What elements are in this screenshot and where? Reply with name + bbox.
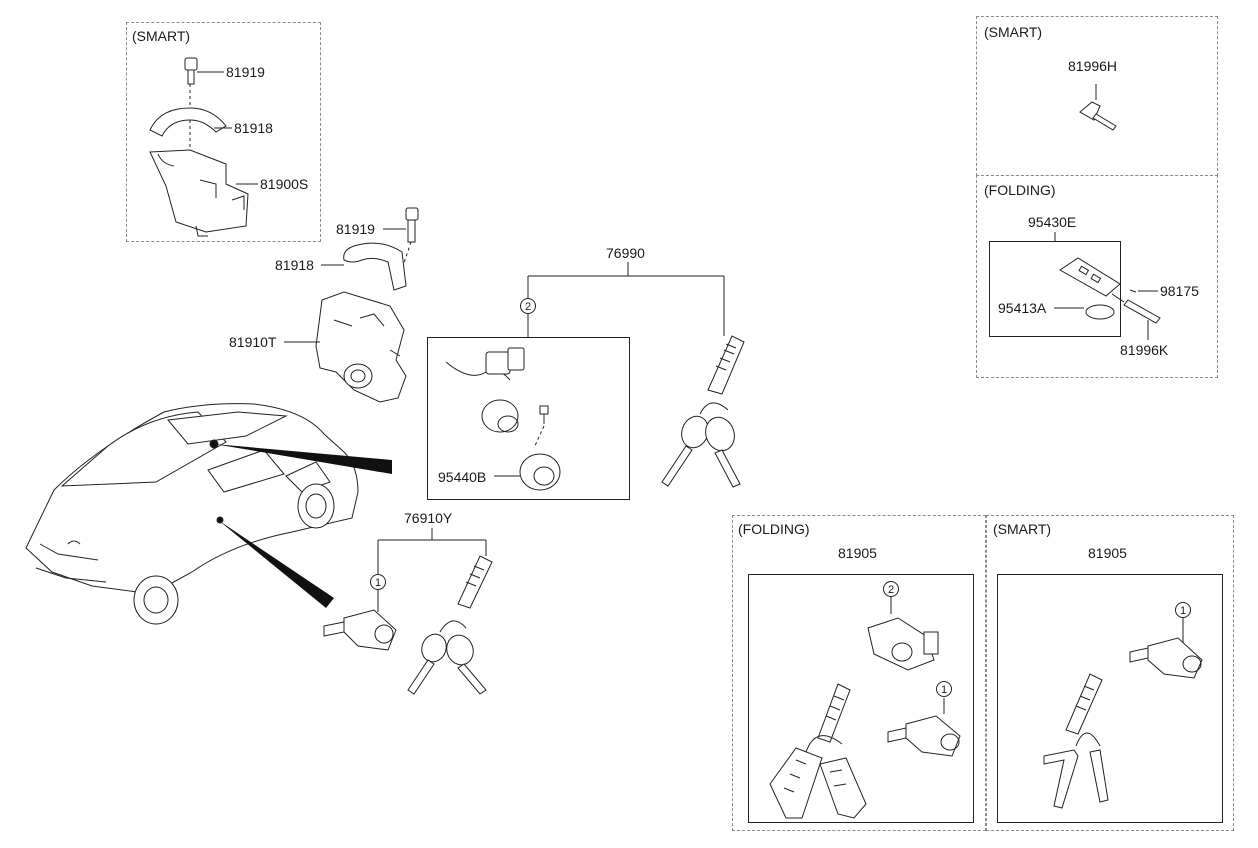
part-label-95413A: 95413A bbox=[998, 300, 1047, 316]
folding-kit-title: (FOLDING) bbox=[738, 521, 810, 537]
callout-2: 2 bbox=[883, 581, 899, 597]
part-label-81910T: 81910T bbox=[229, 334, 277, 350]
key-icon bbox=[407, 620, 487, 695]
folding-key-fob-icon bbox=[1059, 257, 1125, 303]
screw-icon bbox=[533, 405, 549, 449]
door-lock-cylinder-icon bbox=[1129, 637, 1203, 679]
smart-ignition-title: (SMART) bbox=[132, 28, 191, 44]
folding-key-fob-icon bbox=[769, 735, 867, 819]
key-icon bbox=[661, 402, 741, 488]
smart-ignition-frame bbox=[126, 22, 321, 242]
key-tag-icon bbox=[707, 335, 745, 395]
key-tag-icon bbox=[1065, 673, 1103, 735]
ignition-cylinder-icon bbox=[519, 453, 561, 491]
steering-lock-icon bbox=[315, 291, 407, 403]
part-label-95440B: 95440B bbox=[438, 469, 487, 485]
part-label-81918: 81918 bbox=[234, 120, 273, 136]
lock-set-box bbox=[427, 337, 630, 500]
key-tag-icon bbox=[817, 683, 851, 743]
lock-cylinder-icon bbox=[481, 399, 519, 433]
ignition-switch-icon bbox=[867, 617, 939, 671]
part-label-95430E: 95430E bbox=[1028, 214, 1077, 230]
folding-key-box bbox=[989, 241, 1121, 337]
key-tag-icon bbox=[457, 555, 493, 609]
part-label-81905: 81905 bbox=[1088, 545, 1127, 561]
smart-kit-title: (SMART) bbox=[993, 521, 1052, 537]
callout-1: 1 bbox=[1175, 602, 1191, 618]
part-label-81919: 81919 bbox=[336, 221, 375, 237]
pin-icon bbox=[1129, 289, 1158, 293]
part-label-76910Y: 76910Y bbox=[404, 510, 453, 526]
smart-kit-frame bbox=[986, 515, 1234, 831]
emergency-key-icon bbox=[1079, 101, 1117, 131]
folding-key-title: (FOLDING) bbox=[984, 182, 1056, 198]
door-lock-cylinder-icon bbox=[323, 609, 397, 651]
ignition-switch-module-icon bbox=[149, 149, 249, 237]
bracket-icon bbox=[343, 242, 407, 291]
folding-key-frame bbox=[976, 175, 1218, 378]
part-label-81918: 81918 bbox=[275, 257, 314, 273]
callout-1: 1 bbox=[370, 574, 386, 590]
folding-kit-frame bbox=[732, 515, 986, 831]
smart-key-title: (SMART) bbox=[984, 24, 1043, 40]
key-blade-icon bbox=[1123, 299, 1161, 324]
coin-battery-icon bbox=[1085, 304, 1115, 320]
wiring-connector-icon bbox=[445, 347, 525, 381]
leader-arrows bbox=[209, 439, 392, 608]
smart-kit-box bbox=[997, 574, 1223, 823]
part-label-98175: 98175 bbox=[1160, 283, 1199, 299]
part-label-81900S: 81900S bbox=[260, 176, 309, 192]
folding-kit-box bbox=[748, 574, 974, 823]
part-label-81905: 81905 bbox=[838, 545, 877, 561]
emergency-key-icon bbox=[1043, 732, 1109, 809]
part-label-81996K: 81996K bbox=[1120, 342, 1169, 358]
door-lock-cylinder-icon bbox=[887, 715, 961, 757]
bolt-icon bbox=[184, 57, 198, 148]
callout-1: 1 bbox=[936, 681, 952, 697]
part-label-81919: 81919 bbox=[226, 64, 265, 80]
callout-2: 2 bbox=[520, 298, 536, 314]
part-label-76990: 76990 bbox=[606, 245, 645, 261]
bracket-icon bbox=[149, 107, 227, 137]
part-label-81996H: 81996H bbox=[1068, 58, 1118, 74]
